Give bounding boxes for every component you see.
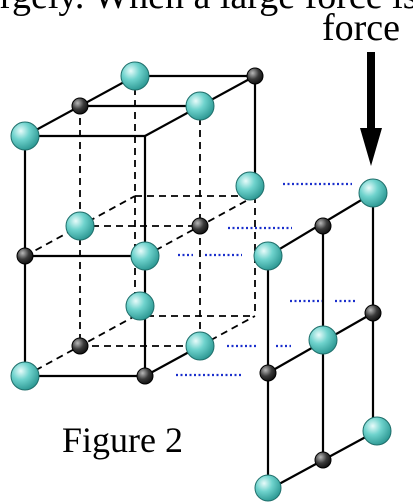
figure-label: Figure 2 [62,420,183,460]
large-atom [65,211,95,241]
large-atom [185,331,215,361]
large-atom [235,171,265,201]
large-atom [120,61,150,91]
large-atom [253,241,283,271]
large-atoms [10,61,392,502]
small-atom [191,217,209,235]
bond-marks [176,182,357,377]
cropped-top-text: rgely. When a large force is [0,0,413,18]
large-atom [125,291,155,321]
large-atom [308,325,338,355]
large-atom [362,416,392,446]
cropped-text-strip: rgely. When a large force is [0,0,413,24]
force-label: force [322,7,401,49]
large-atom [130,241,160,271]
small-atom [246,67,264,85]
small-atom [364,304,382,322]
small-atom [16,247,34,265]
large-atom [10,121,40,151]
large-atom [185,91,215,121]
small-atom [71,97,89,115]
small-atom [259,364,277,382]
large-atom [254,474,282,502]
small-atom [314,217,332,235]
lattice-hidden-edges [24,76,256,377]
small-atom [71,337,89,355]
large-atom [358,178,388,208]
small-atom [314,451,332,469]
force-arrow-icon [360,52,382,166]
small-atom [136,367,154,385]
large-atom [10,361,40,391]
small-atoms [16,67,382,469]
